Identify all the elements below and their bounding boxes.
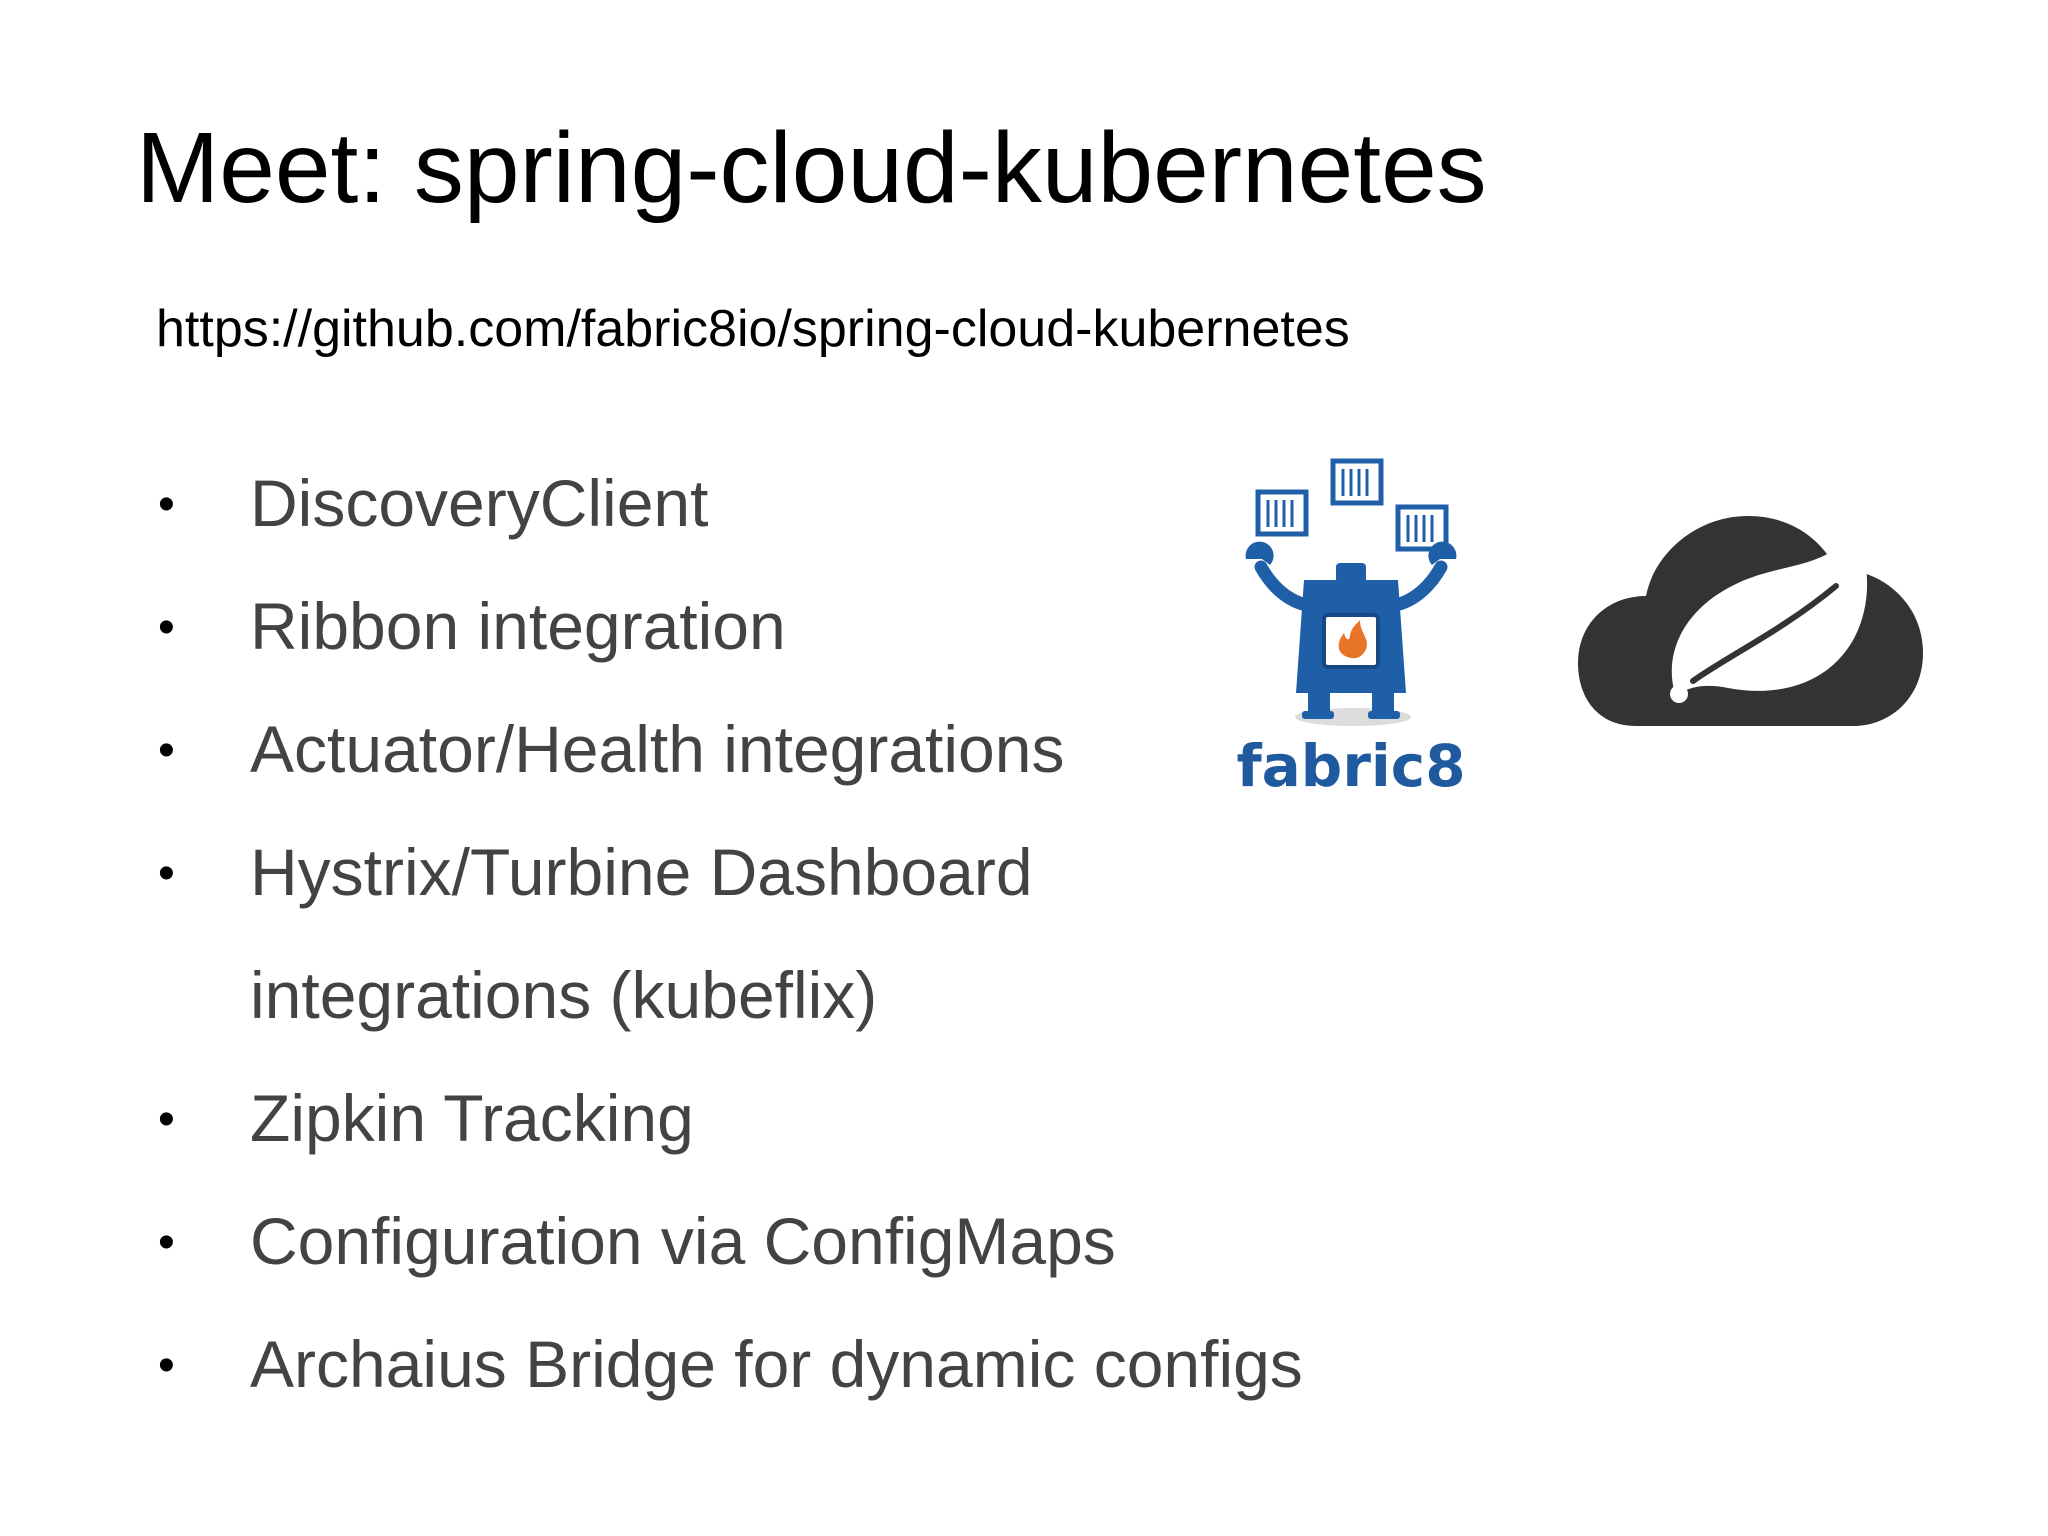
bullet-dot: • xyxy=(158,724,175,777)
bullet-dot: • xyxy=(158,847,175,900)
fabric8-mascot-icon xyxy=(1245,458,1457,726)
list-item-text: Zipkin Tracking xyxy=(250,1081,694,1155)
bullet-dot: • xyxy=(158,1339,175,1392)
bullet-dot: • xyxy=(158,601,175,654)
bullet-dot: • xyxy=(158,1093,175,1146)
list-item-text: Actuator/Health integrations xyxy=(250,712,1065,786)
list-item-text-continued: integrations (kubeflix) xyxy=(250,958,878,1032)
list-item-text: Hystrix/Turbine Dashboard xyxy=(250,835,1033,909)
list-item-text: Ribbon integration xyxy=(250,589,786,663)
slide-title: Meet: spring-cloud-kubernetes xyxy=(136,112,1487,224)
list-item-text: DiscoveryClient xyxy=(250,466,709,540)
fabric8-logo: fabric8 xyxy=(1236,455,1466,805)
fabric8-wordmark: fabric8 xyxy=(1236,732,1466,800)
bullet-dot: • xyxy=(158,1216,175,1269)
repo-url: https://github.com/fabric8io/spring-clou… xyxy=(156,300,1350,358)
list-item-text: Configuration via ConfigMaps xyxy=(250,1204,1116,1278)
spring-cloud-icon xyxy=(1578,516,1923,726)
bullet-dot: • xyxy=(158,478,175,531)
list-item-text: Archaius Bridge for dynamic configs xyxy=(250,1327,1303,1401)
